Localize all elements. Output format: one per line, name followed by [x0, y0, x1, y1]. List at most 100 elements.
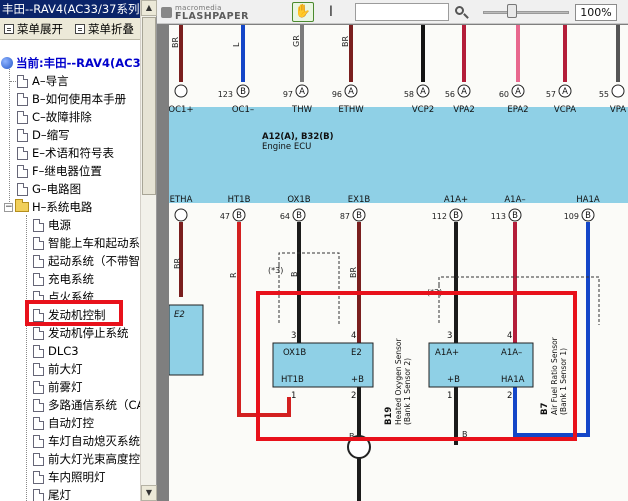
terminal-name: A1A–	[504, 195, 525, 205]
navigation-panel: 丰田--RAV4(AC33/37系列 菜单展开 菜单折叠 当前:丰田--RAV4…	[0, 0, 157, 501]
tree-subitem[interactable]: 发动机停止系统	[33, 324, 129, 342]
e2-box-label: E2	[174, 310, 185, 320]
pin-letter: A	[420, 87, 426, 97]
pin-number: 96	[332, 90, 342, 99]
tree-folder-label: H–系统电路	[32, 200, 93, 214]
terminal-name: ETHA	[170, 195, 193, 205]
document-icon	[33, 218, 44, 232]
pin-letter: A	[299, 87, 305, 97]
shield-label: (*3)	[268, 266, 283, 275]
tree-subitem[interactable]: DLC3	[33, 342, 79, 360]
tree-subitem-label: 智能上车和起动系统	[48, 236, 140, 250]
document-icon	[33, 326, 44, 340]
wire-color-label: L	[232, 42, 241, 47]
sensor-b7-box	[428, 342, 534, 388]
flashpaper-logo: macromedia FLASHPAPER	[161, 4, 267, 22]
terminal-name: EX1B	[348, 195, 371, 205]
tree-item[interactable]: B–如何使用本手册	[10, 90, 126, 108]
tree-subitem-label: 起动系统（不带智能	[48, 254, 140, 268]
document-icon	[33, 380, 44, 394]
document-icon	[33, 434, 44, 448]
expand-menu-button[interactable]: 菜单展开	[4, 18, 63, 39]
tree-item[interactable]: A–导言	[10, 72, 69, 90]
folder-open-icon	[15, 199, 29, 212]
zoom-level-field[interactable]: 100%	[575, 4, 617, 21]
document-icon	[33, 362, 44, 376]
menu-icon	[75, 24, 85, 34]
chapter-tree: 当前:丰田--RAV4(AC33/37系列 A–导言 B–如何使用本手册 C–故…	[0, 54, 140, 501]
sensor-terminal: A1A–	[501, 348, 522, 358]
tree-root[interactable]: 当前:丰田--RAV4(AC33/37系列	[1, 54, 140, 72]
terminal-name: HT1B	[228, 195, 251, 205]
tree-item[interactable]: E–术语和符号表	[10, 144, 114, 162]
document-icon	[33, 272, 44, 286]
pin-number: 57	[546, 90, 556, 99]
tree-subitem[interactable]: 多路通信系统（CAN	[33, 396, 140, 414]
scrollbar-thumb[interactable]	[142, 17, 156, 195]
search-button[interactable]	[453, 3, 469, 21]
junction-connector	[347, 435, 371, 459]
tree-subitem[interactable]: 尾灯	[33, 486, 71, 501]
search-input[interactable]	[355, 3, 449, 21]
logo-mark-icon	[161, 7, 172, 18]
document-icon	[33, 488, 44, 501]
document-icon	[33, 344, 44, 358]
tree-subitem[interactable]: 前大灯	[33, 360, 83, 378]
hand-icon: ✋	[294, 4, 312, 19]
tree-subitem[interactable]: 前大灯光束高度控制	[33, 450, 140, 468]
text-cursor-icon: I	[328, 4, 334, 20]
wire-color-label: B	[290, 272, 299, 278]
tree-root-label: 当前:丰田--RAV4(AC33/37系列	[16, 56, 140, 70]
logo-vendor: macromedia	[175, 4, 222, 12]
sensor-pin: 4	[507, 331, 512, 341]
collapse-toggle-icon[interactable]: −	[4, 201, 13, 212]
sensor-code: B19	[384, 407, 394, 425]
tree-item[interactable]: D–缩写	[10, 126, 70, 144]
tree-subitem-label: 前雾灯	[48, 380, 83, 394]
document-icon	[17, 92, 28, 106]
tree-folder[interactable]: − H–系统电路	[4, 198, 92, 216]
schematic-page: B A A A A A A BR L GR BR 123	[169, 25, 628, 501]
wire-color-label: B	[349, 432, 355, 441]
logo-product: FLASHPAPER	[175, 11, 249, 22]
text-select-tool-button[interactable]: I	[326, 3, 336, 21]
wire-color-label: GR	[292, 35, 301, 47]
tree-subitem-selected[interactable]: 发动机控制	[33, 306, 106, 324]
tree-item[interactable]: G–电路图	[10, 180, 81, 198]
tree-scrollbar[interactable]: ▲ ▼	[140, 0, 157, 501]
tree-subitem[interactable]: 起动系统（不带智能	[33, 252, 140, 270]
vehicle-icon	[1, 57, 13, 69]
tree-subitem[interactable]: 前雾灯	[33, 378, 83, 396]
tree-item[interactable]: C–故障排除	[10, 108, 92, 126]
tree-subitem[interactable]: 自动灯控	[33, 414, 94, 432]
tree-subitem[interactable]: 车灯自动熄灭系统	[33, 432, 140, 450]
hand-tool-button[interactable]: ✋	[292, 2, 314, 22]
pin-number: 58	[404, 90, 414, 99]
terminal-name: VPA	[610, 105, 626, 115]
sensor-code: B7	[540, 403, 550, 415]
sensor-b19-box	[272, 342, 374, 388]
ecu-connector-label: A12(A), B32(B)	[262, 132, 334, 142]
document-icon	[33, 398, 44, 412]
wire-color-label: BR	[173, 258, 182, 269]
tree-subitem[interactable]: 智能上车和起动系统	[33, 234, 140, 252]
pin-number: 97	[283, 90, 293, 99]
zoom-slider-thumb[interactable]	[507, 4, 517, 18]
scroll-down-icon[interactable]: ▼	[141, 485, 157, 501]
sensor-terminal: +B	[351, 375, 364, 385]
tree-subitem[interactable]: 车内照明灯	[33, 468, 106, 486]
tree-item[interactable]: F–继电器位置	[10, 162, 102, 180]
collapse-menu-button[interactable]: 菜单折叠	[75, 18, 134, 39]
tree-subitem[interactable]: 电源	[33, 216, 71, 234]
zoom-slider-track[interactable]	[483, 11, 569, 14]
pin-number: 55	[599, 90, 609, 99]
document-icon	[33, 416, 44, 430]
tree-subitem-label: 自动灯控	[48, 416, 94, 430]
sensor-description: (Bank 1 Sensor 2)	[403, 358, 412, 425]
sensor-description: Air Fuel Ratio Sensor	[550, 336, 559, 415]
viewer-toolbar: macromedia FLASHPAPER ✋ I 100%	[157, 0, 628, 24]
menu-bar: 菜单展开 菜单折叠	[0, 18, 140, 40]
tree-subitem[interactable]: 充电系统	[33, 270, 94, 288]
scroll-up-icon[interactable]: ▲	[141, 0, 157, 16]
